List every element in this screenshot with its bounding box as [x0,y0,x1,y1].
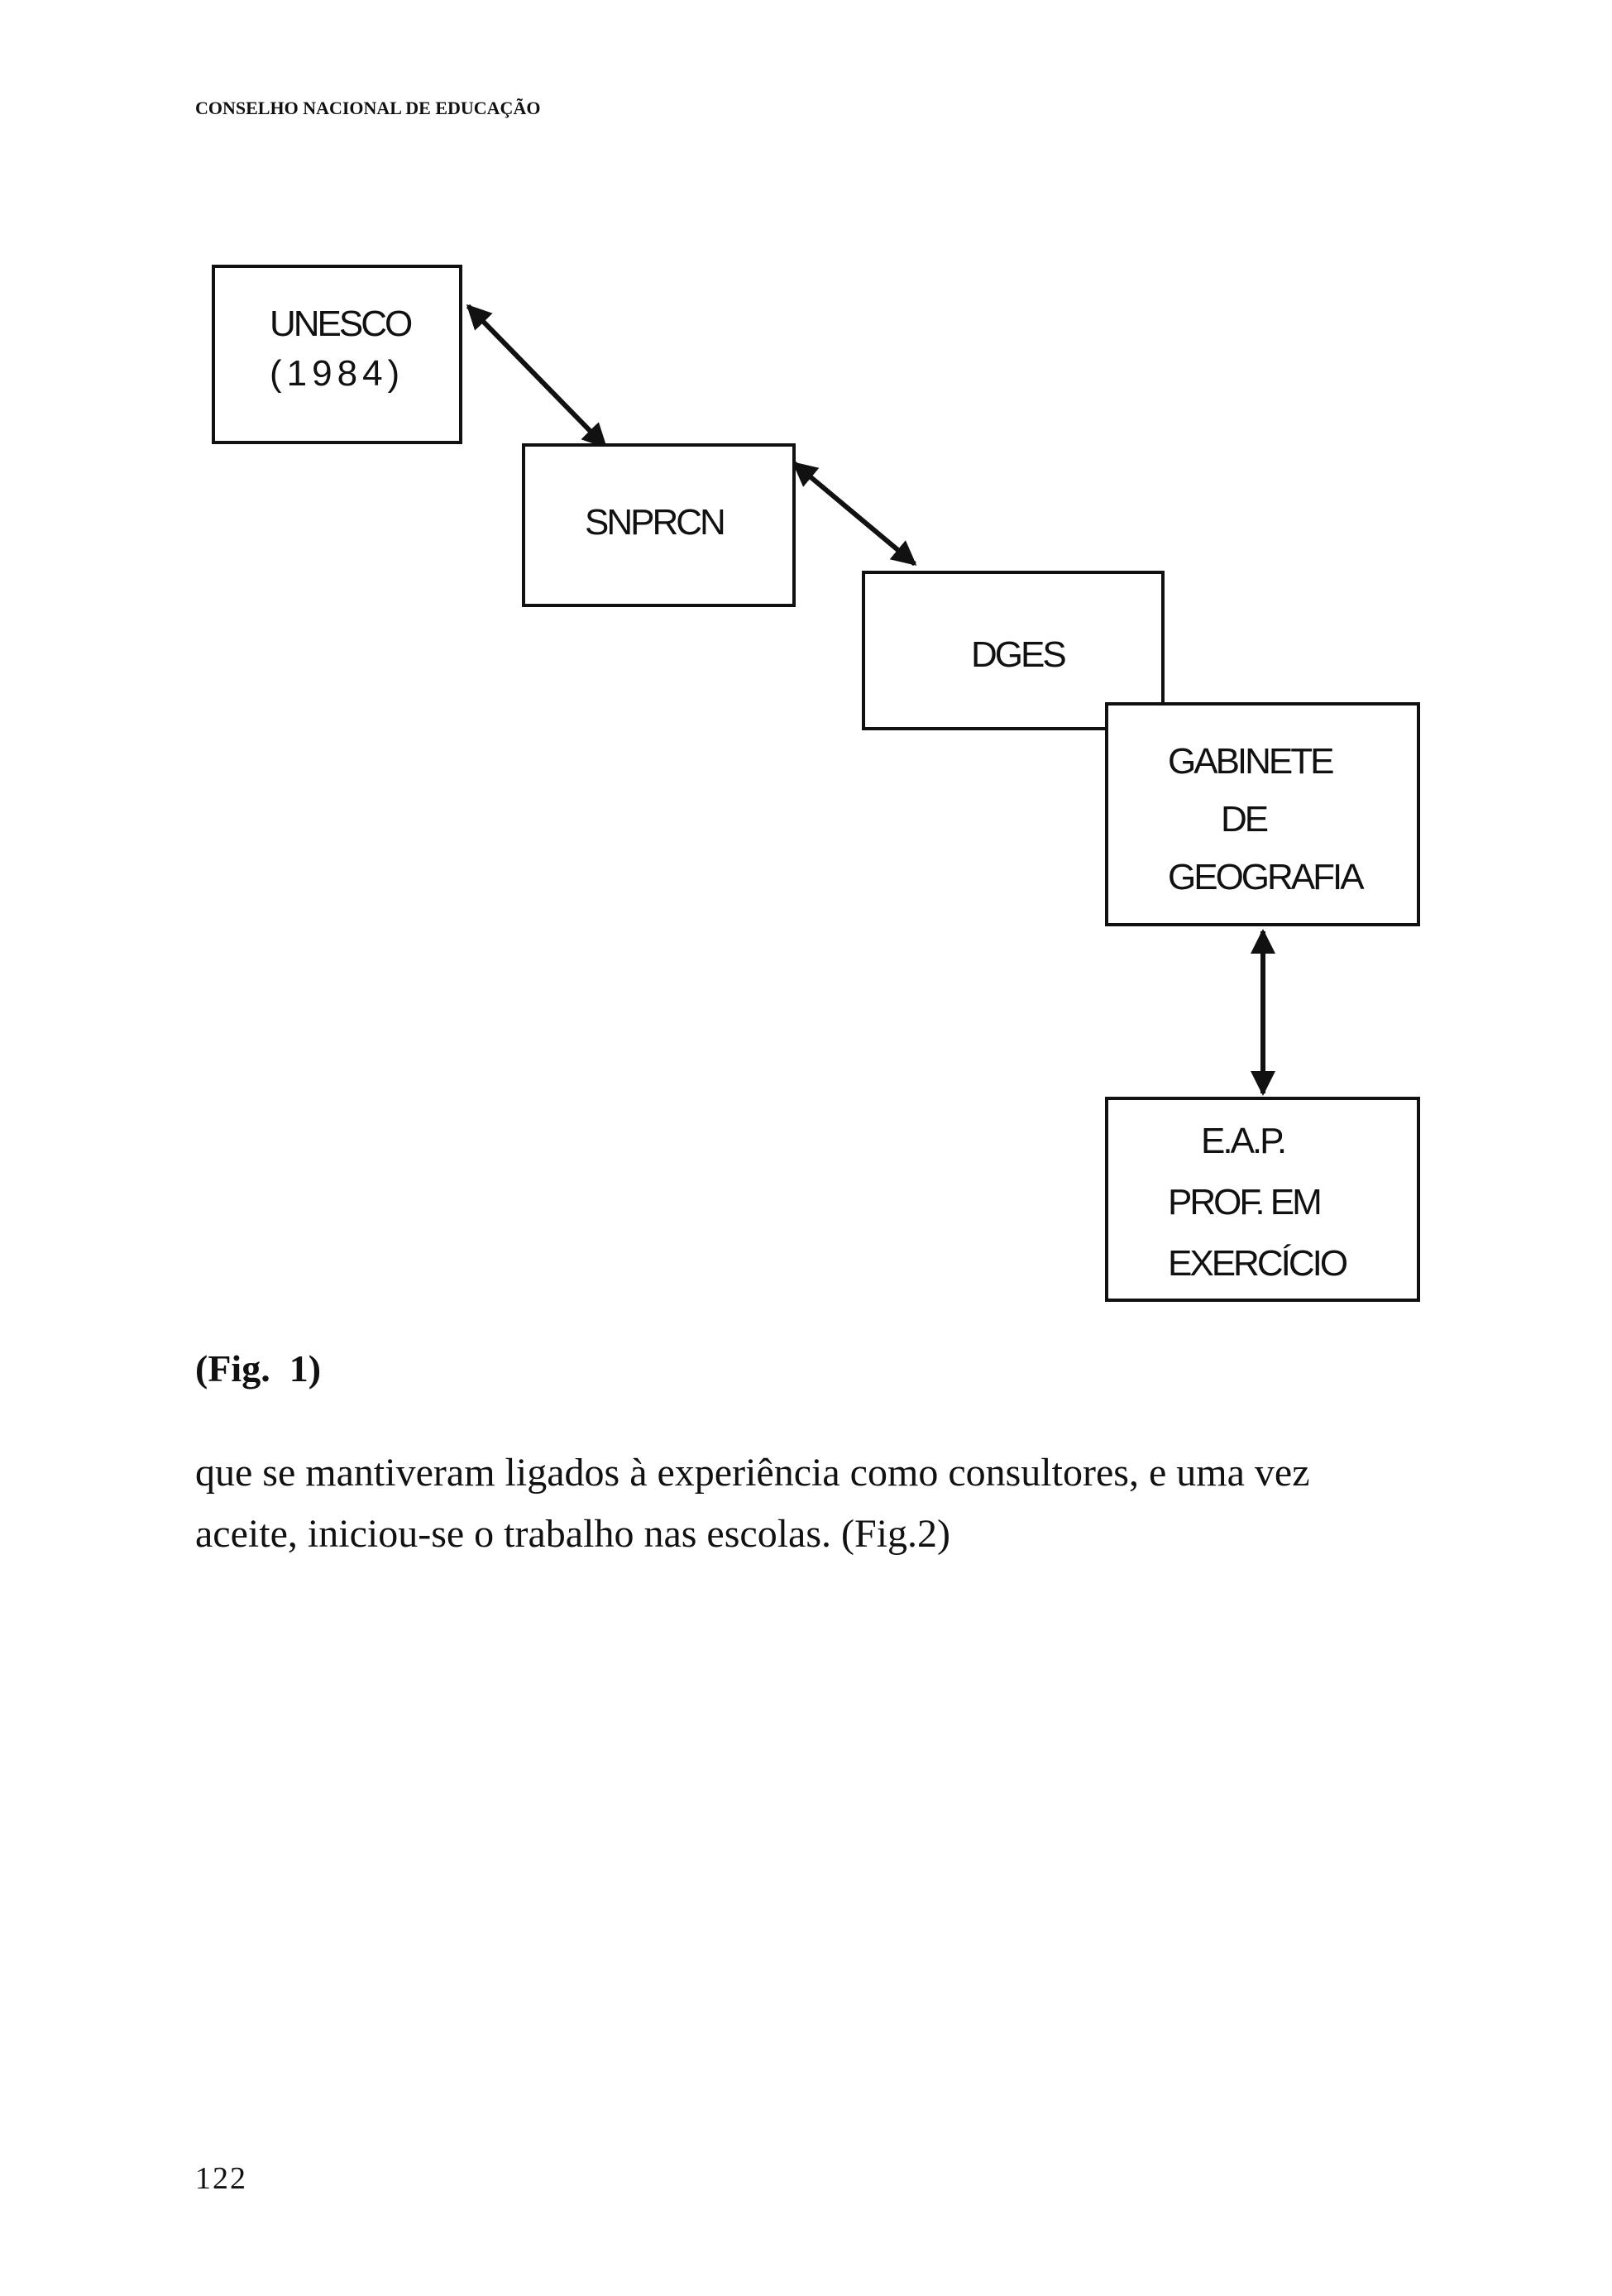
unesco-label: UNESCO [270,304,413,344]
running-header: CONSELHO NACIONAL DE EDUCAÇÃO [195,98,541,118]
page-number: 122 [195,2161,247,2196]
gabinete-line3: GEOGRAFIA [1168,857,1365,897]
figure-caption: (Fig. 1) [195,1347,322,1390]
snprcn-label: SNPRCN [585,502,726,543]
eap-line1: E.A.P. [1201,1121,1287,1161]
dges-label: DGES [971,634,1067,675]
box-unesco: UNESCO (1984) [212,265,462,444]
gabinete-line1: GABINETE [1168,741,1334,782]
eap-line3: EXERCÍCIO [1168,1243,1348,1284]
eap-line2: PROF. EM [1168,1182,1323,1222]
arrow-unesco-snprcn [466,304,608,449]
unesco-year: (1984) [270,353,405,394]
gabinete-line2: DE [1221,799,1269,839]
box-snprcn: SNPRCN [522,443,796,607]
paragraph-line: que se mantiveram ligados à experiência … [195,1451,1310,1495]
body-paragraph: que se mantiveram ligados à experiência … [195,1442,1419,1565]
paragraph-line: aceite, iniciou-se o trabalho nas escola… [195,1512,951,1556]
box-gabinete-de-geografia: GABINETE DE GEOGRAFIA [1105,702,1420,926]
box-eap: E.A.P. PROF. EM EXERCÍCIO [1105,1097,1420,1302]
arrow-snprcn-dges [792,461,917,567]
